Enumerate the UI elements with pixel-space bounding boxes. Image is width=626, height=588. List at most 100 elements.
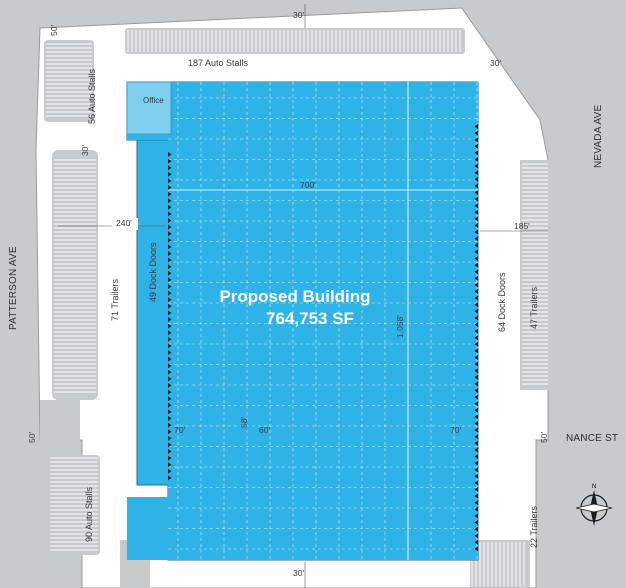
dock-door-icon [474, 414, 478, 420]
west-dock-doors [168, 152, 172, 481]
dock-door-icon [474, 401, 478, 407]
dock-door-icon [168, 310, 172, 316]
dock-door-icon [168, 231, 172, 237]
sw-lot-stripes [50, 457, 98, 551]
dock-door-icon [168, 297, 172, 303]
dock-door-icon [474, 308, 478, 314]
dock-door-icon [168, 449, 172, 454]
dock-door-icon [474, 447, 478, 453]
dock-door-icon [474, 190, 478, 195]
west-trailers-label: 71 Trailers [110, 278, 120, 321]
dock-door-icon [168, 343, 172, 349]
building-sw-notch [127, 497, 168, 560]
dock-door-icon [168, 376, 172, 382]
dock-door-icon [474, 236, 478, 242]
dock-door-icon [474, 341, 478, 347]
dock-door-icon [168, 402, 172, 408]
east-trailer-stripes [522, 163, 548, 385]
dock-door-icon [474, 480, 478, 486]
dock-door-icon [168, 237, 172, 243]
west-doors-label: 49 Dock Doors [148, 242, 158, 302]
office-area [126, 81, 172, 135]
dock-door-icon [474, 170, 478, 176]
speed-bay-west-dim: 70' [174, 425, 185, 435]
dock-door-icon [474, 328, 478, 334]
dock-door-icon [168, 152, 172, 157]
dock-door-icon [474, 130, 478, 136]
dock-door-icon [474, 176, 478, 182]
east-doors-label: 64 Dock Doors [497, 272, 507, 332]
dock-door-icon [474, 533, 478, 539]
dock-door-icon [474, 361, 478, 367]
dock-door-icon [474, 150, 478, 156]
dock-door-icon [474, 256, 478, 261]
dock-door-icon [474, 460, 478, 466]
dock-door-icon [474, 223, 478, 228]
depth-dim: 1,058' [395, 315, 405, 338]
dock-door-icon [168, 422, 172, 428]
east-yard-dim: 185' [514, 221, 530, 231]
dock-door-icon [474, 289, 478, 294]
nevada-ave-label: NEVADA AVE [593, 105, 604, 168]
dock-door-icon [168, 416, 172, 421]
dock-door-icon [168, 330, 172, 336]
setback-north: 30' [293, 10, 304, 20]
dock-door-icon [474, 157, 478, 162]
dock-door-icon [474, 355, 478, 360]
dock-door-icon [474, 421, 478, 426]
dock-door-icon [168, 317, 172, 322]
dock-door-icon [474, 163, 478, 169]
dock-door-icon [168, 389, 172, 395]
dock-door-icon [168, 198, 172, 204]
dock-door-icon [168, 165, 172, 171]
building-area: 764,753 SF [266, 309, 354, 328]
dock-door-icon [168, 204, 172, 210]
dock-door-icon [474, 381, 478, 387]
setback-ne: 30' [490, 58, 501, 68]
dock-door-icon [168, 356, 172, 362]
dock-door-icon [474, 493, 478, 499]
dock-door-icon [474, 302, 478, 308]
nw-stalls-label: 56 Auto Stalls [87, 68, 97, 124]
north-arrow-icon: N [575, 484, 613, 526]
building-main [168, 82, 478, 560]
patterson-ave-label: PATTERSON AVE [8, 246, 19, 330]
dock-door-icon [168, 185, 172, 190]
dock-door-icon [474, 467, 478, 473]
dock-door-icon [474, 196, 478, 202]
se-trailers-label: 22 Trailers [529, 505, 539, 548]
setback-se-road: 50' [539, 432, 549, 443]
dock-door-icon [168, 336, 172, 342]
dock-door-icon [474, 368, 478, 374]
dock-door-icon [168, 475, 172, 481]
dock-door-icon [474, 216, 478, 222]
office-label: Office [143, 96, 164, 105]
dock-door-icon [474, 454, 478, 459]
dock-door-icon [474, 513, 478, 519]
dock-door-icon [474, 295, 478, 301]
dock-door-icon [168, 224, 172, 230]
dock-door-icon [474, 335, 478, 341]
dock-door-icon [474, 473, 478, 479]
dock-door-icon [474, 229, 478, 235]
dock-door-icon [474, 407, 478, 413]
speed-bay-east-dim: 70' [450, 425, 461, 435]
dock-door-icon [474, 388, 478, 393]
dock-door-icon [168, 303, 172, 309]
dock-door-icon [168, 277, 172, 283]
dock-door-icon [168, 218, 172, 223]
dock-door-icon [168, 257, 172, 263]
dock-door-icon [474, 520, 478, 525]
dock-door-icon [474, 348, 478, 354]
dock-door-icon [474, 427, 478, 433]
dock-door-icon [168, 468, 172, 474]
dock-door-icon [168, 455, 172, 461]
dock-door-icon [474, 440, 478, 446]
dock-door-icon [474, 322, 478, 327]
dock-door-icon [474, 394, 478, 400]
dock-door-icon [168, 244, 172, 250]
dock-door-icon [474, 269, 478, 275]
setback-sw-road: 50' [27, 432, 37, 443]
bay-depth-dim: 58' [239, 417, 249, 428]
dock-door-icon [168, 158, 172, 164]
